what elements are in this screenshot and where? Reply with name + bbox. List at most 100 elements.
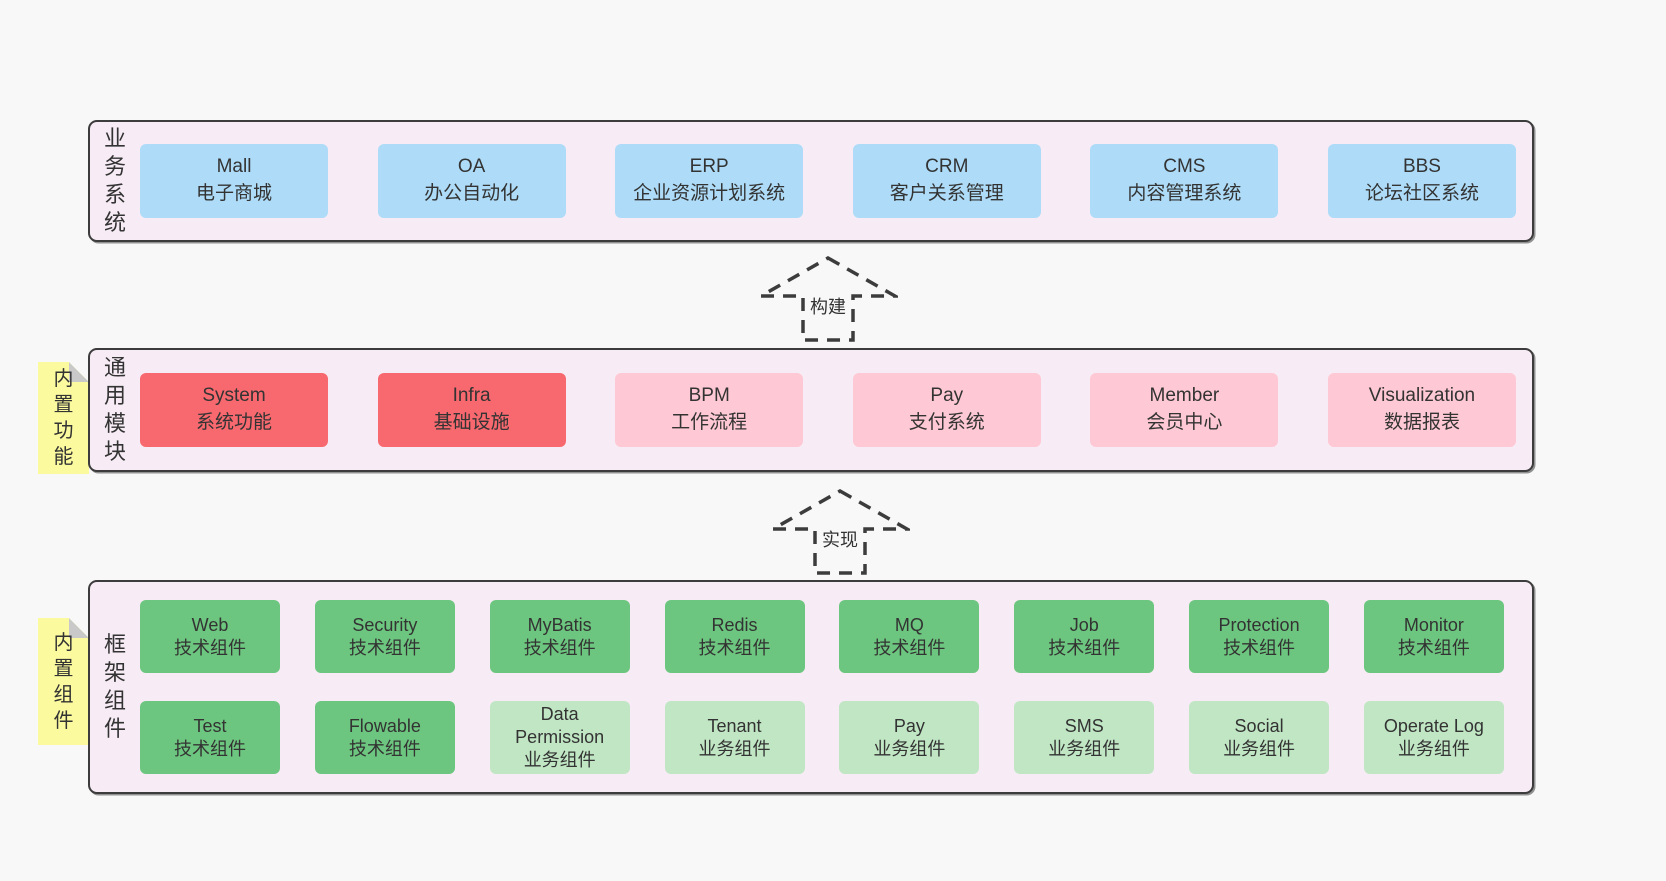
node-redis: Redis 技术组件	[664, 600, 805, 673]
node-title: Social	[1234, 715, 1284, 736]
arrow-implement: 实现	[770, 488, 910, 576]
node-title: CRM	[925, 156, 969, 178]
node-pay-component: Pay 业务组件	[839, 701, 980, 774]
node-subtitle: 技术组件	[174, 738, 246, 759]
node-subtitle: 电子商城	[195, 183, 272, 204]
sticky-note-builtin-components: 内置组件	[38, 618, 89, 745]
node-title: Web	[191, 614, 229, 635]
node-infra: Infra 基础设施	[377, 373, 566, 447]
node-tenant: Tenant 业务组件	[664, 701, 805, 774]
node-subtitle: 技术组件	[698, 637, 771, 658]
node-pay-module: Pay 支付系统	[852, 373, 1041, 447]
node-test: Test 技术组件	[140, 701, 280, 774]
node-title: System	[202, 385, 266, 407]
node-title: Job	[1069, 614, 1099, 635]
node-title: Mall	[216, 156, 252, 178]
sticky-note-builtin-features: 内置功能	[38, 362, 89, 474]
node-mq: MQ 技术组件	[839, 600, 980, 673]
node-title: Member	[1149, 385, 1220, 407]
node-subtitle: 技术组件	[348, 637, 421, 658]
node-title: Operate Log	[1383, 715, 1484, 736]
panel-framework-components: 框架组件 Web 技术组件 Security 技术组件 MyBatis 技术组件…	[88, 580, 1534, 794]
node-subtitle: 业务组件	[1397, 738, 1470, 759]
node-title: Pay	[893, 715, 925, 736]
node-operate-log: Operate Log 业务组件	[1363, 701, 1504, 774]
node-subtitle: 技术组件	[348, 738, 421, 759]
node-subtitle: 业务组件	[1048, 738, 1121, 759]
node-subtitle: 业务组件	[873, 738, 946, 759]
node-title: Pay	[930, 385, 964, 407]
node-subtitle: 工作流程	[671, 412, 748, 433]
node-subtitle: 企业资源计划系统	[633, 183, 786, 204]
node-title: Security	[352, 614, 418, 635]
up-arrow-icon	[758, 255, 898, 342]
node-title: Redis	[711, 614, 758, 635]
sticky-note-text: 内置功能	[53, 368, 74, 468]
node-title: Data Permission	[515, 704, 605, 748]
panel-business-systems: 业务系统 Mall 电子商城 OA 办公自动化 ERP 企业资源计划系统 CRM…	[88, 120, 1534, 242]
node-title: Tenant	[707, 715, 762, 736]
business-row: Mall 电子商城 OA 办公自动化 ERP 企业资源计划系统 CRM 客户关系…	[140, 144, 1516, 218]
panel-business-label: 业务系统	[103, 125, 126, 236]
node-bbs: BBS 论坛社区系统	[1327, 144, 1516, 218]
node-mybatis: MyBatis 技术组件	[489, 600, 630, 673]
node-subtitle: 业务组件	[1223, 738, 1296, 759]
node-title: ERP	[689, 156, 729, 178]
node-subtitle: 客户关系管理	[889, 183, 1004, 204]
node-flowable: Flowable 技术组件	[314, 701, 455, 774]
node-web: Web 技术组件	[140, 600, 280, 673]
node-crm: CRM 客户关系管理	[852, 144, 1041, 218]
node-title: BPM	[688, 385, 730, 407]
node-data-permission: Data Permission 业务组件	[489, 701, 630, 774]
node-subtitle: 办公自动化	[424, 183, 520, 204]
node-job: Job 技术组件	[1014, 600, 1155, 673]
panel-modules-label: 通用模块	[103, 354, 126, 465]
node-subtitle: 基础设施	[433, 412, 510, 433]
node-protection: Protection 技术组件	[1189, 600, 1330, 673]
sticky-note-text: 内置组件	[53, 631, 74, 732]
node-subtitle: 技术组件	[523, 637, 596, 658]
node-title: Protection	[1218, 614, 1300, 635]
node-title: Visualization	[1368, 385, 1476, 407]
node-monitor: Monitor 技术组件	[1363, 600, 1504, 673]
node-bpm: BPM 工作流程	[615, 373, 804, 447]
node-cms: CMS 内容管理系统	[1090, 144, 1279, 218]
node-subtitle: 会员中心	[1146, 412, 1223, 433]
node-title: CMS	[1163, 156, 1206, 178]
node-subtitle: 技术组件	[873, 637, 946, 658]
components-row-1: Web 技术组件 Security 技术组件 MyBatis 技术组件 Redi…	[140, 600, 1504, 673]
node-security: Security 技术组件	[314, 600, 455, 673]
node-sms: SMS 业务组件	[1014, 701, 1155, 774]
node-title: Infra	[452, 385, 491, 407]
arrow-build: 构建	[758, 255, 898, 343]
node-subtitle: 内容管理系统	[1127, 183, 1242, 204]
node-erp: ERP 企业资源计划系统	[615, 144, 804, 218]
node-title: SMS	[1064, 715, 1104, 736]
modules-row: System 系统功能 Infra 基础设施 BPM 工作流程 Pay 支付系统…	[140, 373, 1516, 447]
panel-components-label: 框架组件	[103, 631, 126, 742]
node-member: Member 会员中心	[1090, 373, 1279, 447]
node-title: Flowable	[348, 715, 421, 736]
node-subtitle: 系统功能	[195, 412, 272, 433]
node-social: Social 业务组件	[1189, 701, 1330, 774]
node-subtitle: 技术组件	[1397, 637, 1470, 658]
node-subtitle: 支付系统	[908, 412, 985, 433]
node-subtitle: 技术组件	[1223, 637, 1296, 658]
node-title: MQ	[894, 614, 924, 635]
arrow-build-label: 构建	[807, 292, 849, 320]
node-subtitle: 技术组件	[1048, 637, 1121, 658]
components-row-2: Test 技术组件 Flowable 技术组件 Data Permission …	[140, 701, 1504, 774]
node-title: OA	[457, 156, 486, 178]
up-arrow-icon	[770, 488, 910, 575]
node-system: System 系统功能	[140, 373, 328, 447]
node-subtitle: 论坛社区系统	[1364, 183, 1479, 204]
node-mall: Mall 电子商城	[140, 144, 328, 218]
node-title: Test	[193, 715, 227, 736]
node-title: MyBatis	[527, 614, 592, 635]
node-subtitle: 数据报表	[1383, 412, 1460, 433]
arrow-implement-label: 实现	[819, 525, 861, 553]
node-visualization: Visualization 数据报表	[1327, 373, 1516, 447]
node-subtitle: 技术组件	[174, 637, 246, 658]
node-title: BBS	[1402, 156, 1441, 178]
